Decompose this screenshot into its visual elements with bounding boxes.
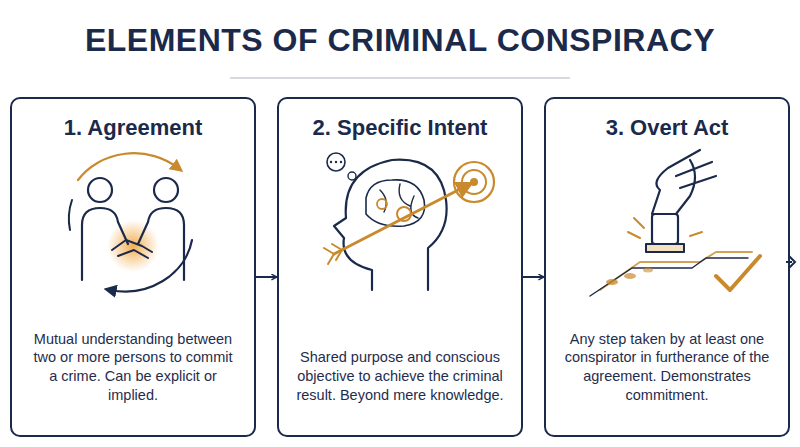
intent-icon bbox=[324, 153, 494, 290]
card-heading: 1. Agreement bbox=[54, 115, 213, 141]
element-card: 1. AgreementMutual understanding between… bbox=[10, 97, 256, 437]
card-description: Any step taken by at least one conspirat… bbox=[546, 330, 788, 405]
overt-act-icon bbox=[590, 150, 760, 296]
card-description: Shared purpose and conscious objective t… bbox=[279, 348, 521, 405]
handshake-icon bbox=[69, 153, 192, 291]
card-heading: 2. Specific Intent bbox=[303, 115, 498, 141]
flow-arrow bbox=[523, 276, 544, 278]
diagram-title: ELEMENTS OF CRIMINAL CONSPIRACY bbox=[0, 22, 800, 59]
element-card: 3. Overt ActAny step taken by at least o… bbox=[544, 97, 790, 437]
title-rule bbox=[230, 77, 570, 79]
card-description: Mutual understanding between two or more… bbox=[12, 330, 254, 405]
element-card: 2. Specific IntentShared purpose and con… bbox=[277, 97, 523, 437]
trailing-arrow bbox=[786, 256, 795, 268]
flow-arrow bbox=[256, 276, 277, 278]
card-heading: 3. Overt Act bbox=[596, 115, 739, 141]
